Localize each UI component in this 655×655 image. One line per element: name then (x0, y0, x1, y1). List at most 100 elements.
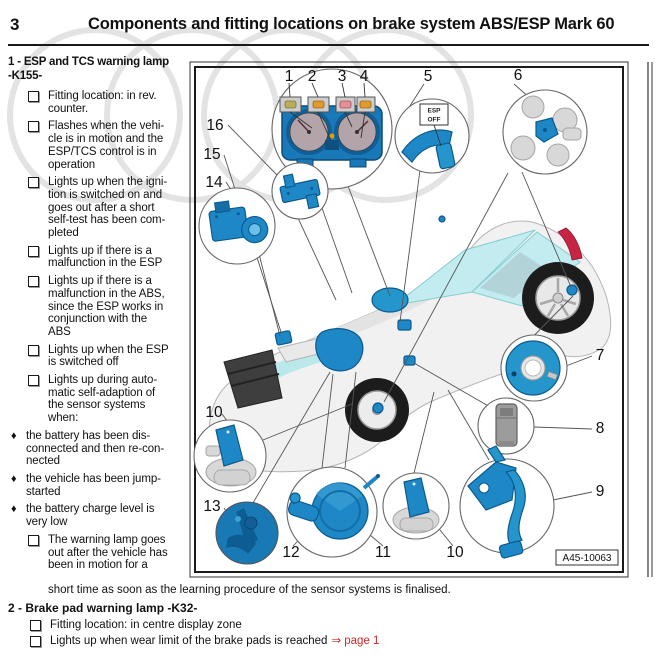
brake-lamp-icon (339, 100, 352, 109)
windscreen (394, 229, 536, 306)
checkbox-bullet-icon (30, 620, 41, 631)
callout-sensor-bracket (271, 162, 329, 220)
bullet-item-esp-malfunction: Lights up if there is a malfunction in t… (8, 245, 192, 270)
interior-hint (480, 252, 548, 298)
callout-5: 5 (424, 68, 433, 85)
bullet-text: the vehicle has been jump- started (26, 472, 161, 498)
callout-esp-off-button: ESP OFF (394, 98, 470, 174)
continuation-line: short time as soon as the learning proce… (48, 584, 451, 596)
figure-code-box: A45-10063 (555, 549, 619, 566)
header-rule (8, 44, 649, 46)
section-1-heading: 1 - ESP and TCS warning lamp -K155- (8, 56, 169, 82)
warning-lamp-icons (279, 96, 376, 113)
chapter-number: 3 (10, 15, 20, 34)
lamp-pointer-lines (288, 82, 366, 142)
callout-10b: 10 (446, 544, 464, 561)
callout-4: 4 (360, 68, 369, 85)
callout-16: 16 (206, 117, 223, 134)
page-reference-link[interactable]: ⇒ page 1 (331, 635, 380, 647)
abs-lamp-icon (359, 100, 372, 109)
grille-slats (227, 361, 280, 387)
callout-1: 1 (285, 68, 294, 85)
section-1: 1 - ESP and TCS warning lamp -K155- Fitt… (8, 56, 192, 577)
section-2: 2 - Brake pad warning lamp -K32- Fitting… (8, 601, 652, 651)
callout-8: 8 (596, 420, 605, 437)
callout-6: 6 (514, 67, 523, 84)
callout-pedals (215, 501, 279, 565)
bullet-item-ignition: Lights up when the igni- tion is switche… (8, 176, 192, 240)
callout-11: 11 (375, 544, 391, 561)
checkbox-bullet-icon (30, 636, 41, 647)
sill-sensor-on-car (403, 355, 416, 366)
callout-speed-sensor-left (193, 419, 267, 493)
callout-7: 7 (596, 347, 605, 364)
sensor-on-wing (274, 330, 293, 346)
callout-instrument-cluster (271, 68, 393, 190)
bullet-item-abs-malfunction: Lights up if there is a malfunction in t… (8, 275, 192, 339)
callout-12: 12 (282, 544, 299, 561)
esp-off-label-line2: OFF (428, 117, 441, 124)
tcs-lamp-icon (312, 100, 325, 109)
bullet-text: the battery charge level is very low (26, 503, 155, 529)
console-switch-on-car (397, 319, 412, 331)
bullet-item-fitting-location: Fitting location: in rev. counter. (8, 90, 192, 115)
callout-brake-servo (286, 466, 380, 558)
section-2-heading: 2 - Brake pad warning lamp -K32- (8, 601, 198, 615)
bullet-text: The warning lamp goes out after the vehi… (48, 533, 168, 572)
roof-sensor (438, 215, 446, 223)
checkbox-bullet-icon (28, 344, 39, 356)
leader-lines (221, 83, 593, 547)
checkbox-bullet-icon (28, 91, 39, 102)
bullet-text: Lights up when wear limit of the brake p… (50, 635, 379, 648)
bullet-text: the battery has been dis- connected and … (26, 429, 165, 468)
esp-off-label-line1: ESP (427, 108, 441, 115)
bullet-text: Fitting location: in rev. counter. (48, 90, 157, 115)
cluster-warning-dot (329, 133, 335, 139)
bullet-text: Lights up if there is a malfunction in t… (48, 244, 163, 270)
bullet-item-wear-limit: Lights up when wear limit of the brake p… (8, 635, 652, 648)
hydraulic-unit-on-car (315, 328, 364, 372)
diamond-bullet-icon: ♦ (11, 503, 17, 516)
callout-abs-hydraulic-unit (198, 187, 276, 265)
callout-numbers: 1 2 3 4 5 6 16 15 14 10 13 12 11 10 9 8 … (203, 67, 604, 561)
diamond-item-charge-low: ♦ the battery charge level is very low (8, 503, 192, 528)
diamond-bullet-icon: ♦ (11, 429, 17, 442)
callout-connector (477, 397, 535, 455)
checkbox-bullet-icon (28, 245, 39, 257)
diamond-item-jump-started: ♦ the vehicle has been jump- started (8, 473, 192, 498)
callout-13: 13 (203, 498, 220, 515)
figure-code: A45-10063 (563, 553, 612, 564)
bullet-item-esp-off: Lights up when the ESP is switched off (8, 344, 192, 369)
checkbox-bullet-icon (28, 177, 39, 189)
taillight (557, 227, 583, 261)
bullet-text: Lights up if there is a malfunction in t… (48, 275, 165, 338)
servo-on-car (371, 287, 409, 313)
checkbox-bullet-icon (28, 534, 39, 546)
bullet-text: Lights up when the ESP is switched off (48, 343, 169, 369)
callout-pedal-cluster (459, 445, 555, 559)
checkbox-bullet-icon (28, 375, 39, 387)
bullet-text: Fitting location: in centre display zone (50, 619, 242, 631)
bullet-text-main: Lights up when wear limit of the brake p… (50, 635, 328, 647)
on-car-components (274, 215, 578, 414)
bullet-item-flashes: Flashes when the vehi- cle is in motion … (8, 120, 192, 171)
callout-14: 14 (205, 174, 223, 191)
bullet-text: Lights up when the igni- tion is switche… (48, 176, 168, 240)
bullet-item-self-adaption: Lights up during auto- matic self-adapti… (8, 374, 192, 425)
callout-3: 3 (338, 68, 347, 85)
side-window (471, 231, 581, 307)
page-title: Components and fitting locations on brak… (88, 15, 615, 33)
callout-2: 2 (308, 68, 317, 85)
callout-15: 15 (203, 146, 220, 163)
esp-lamp-icon (284, 100, 297, 109)
front-hub-sensor (372, 402, 384, 414)
checkbox-bullet-icon (28, 276, 39, 288)
callout-wheel-bearing-sensor (502, 89, 588, 175)
rear-hub-sensor (566, 284, 578, 296)
diamond-item-battery-disconnected: ♦ the battery has been dis- connected an… (8, 430, 192, 468)
checkbox-bullet-icon (28, 121, 39, 133)
diamond-bullet-icon: ♦ (11, 472, 17, 485)
bullet-item-centre-display: Fitting location: in centre display zone (8, 619, 652, 632)
